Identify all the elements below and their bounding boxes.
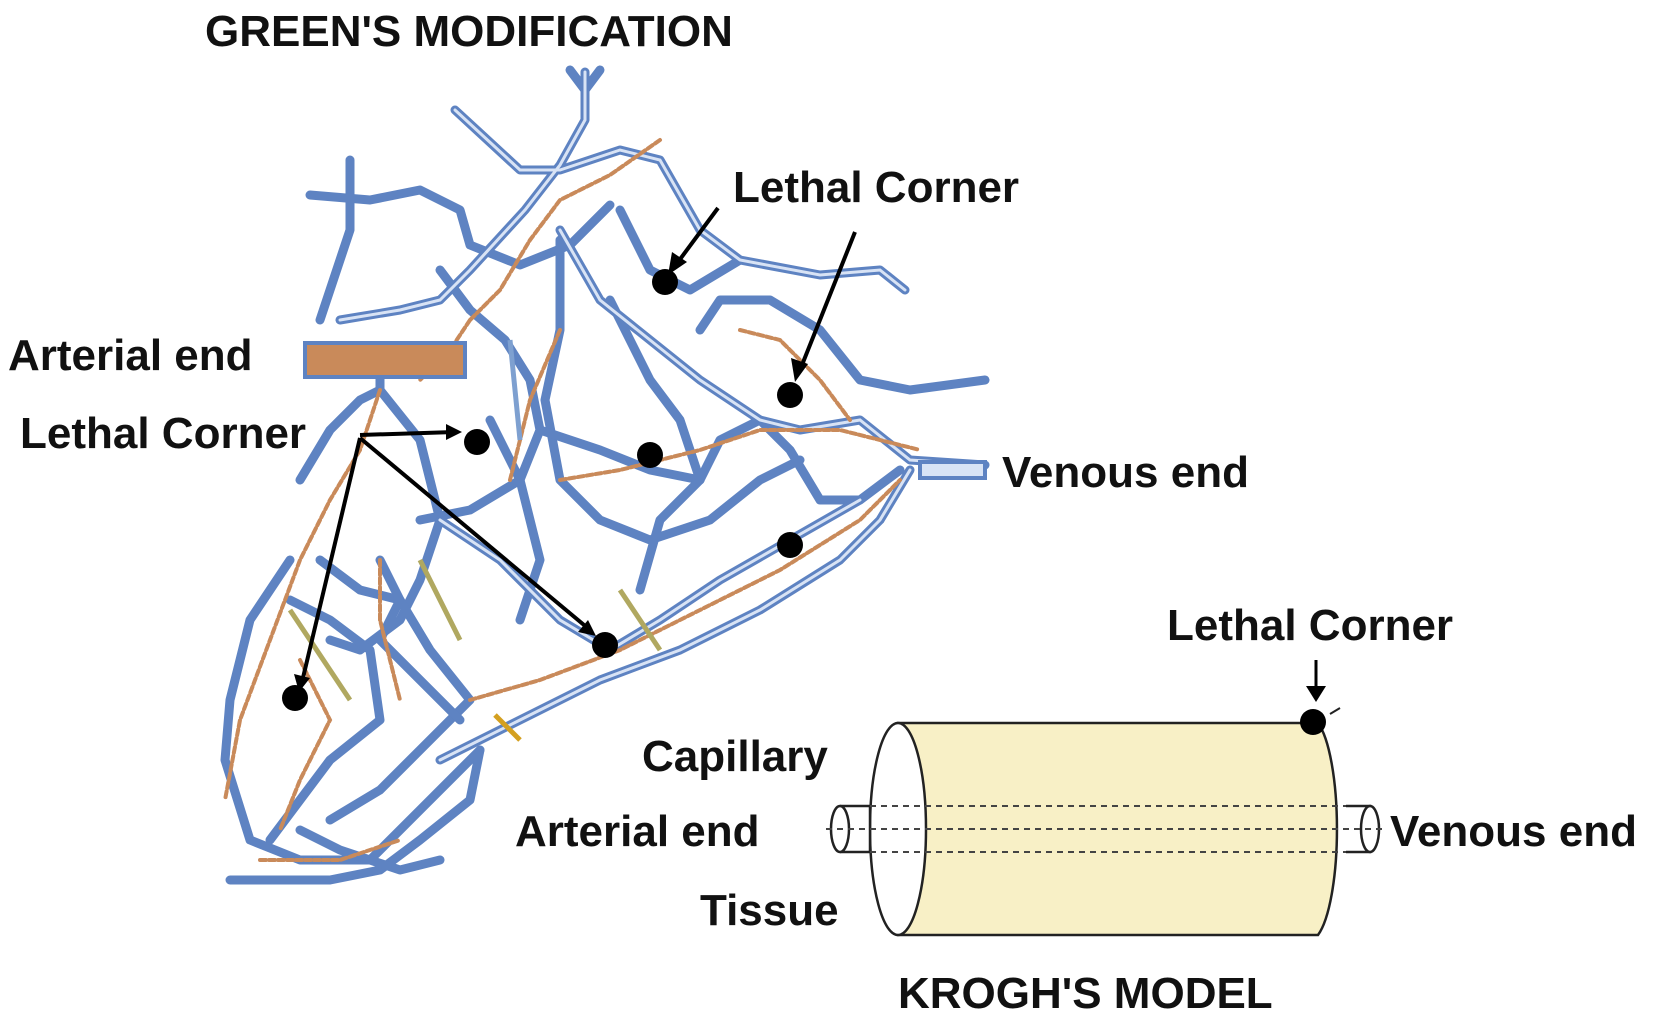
lethal-corner-marker (464, 429, 490, 455)
lethal-corner-marker (777, 382, 803, 408)
venous-outlet-vessel (918, 460, 987, 480)
lethal-corner-marker (652, 269, 678, 295)
network-vessels-orange (223, 138, 922, 862)
greens-title: GREEN'S MODIFICATION (205, 7, 733, 56)
arrowhead (668, 252, 687, 275)
tissue-label: Tissue (700, 886, 839, 935)
arrow-top-to-right-dot (798, 231, 857, 371)
arrow-left-to-dot-3 (300, 437, 362, 683)
network-arrows (294, 206, 857, 692)
krogh-arterial-end-label: Arterial end (515, 807, 760, 856)
network-vessels-olive (287, 339, 663, 742)
venous-end-label: Venous end (1002, 448, 1249, 497)
krogh-arrowhead (1306, 686, 1326, 702)
krogh-label-tick (1329, 707, 1341, 715)
arterial-feeder-vessel (303, 341, 467, 379)
kroghs-title: KROGH'S MODEL (898, 969, 1273, 1016)
lethal-corner-marker (592, 632, 618, 658)
arterial-end-label: Arterial end (8, 331, 253, 380)
arrow-top-to-dot (676, 206, 720, 264)
arrowhead (294, 674, 310, 692)
capillary-network (220, 65, 990, 885)
krogh-venous-end-label: Venous end (1390, 807, 1637, 856)
capillary-label: Capillary (642, 732, 828, 781)
network-markers (282, 269, 803, 711)
arrowhead (446, 424, 462, 440)
lethal-corner-label-left: Lethal Corner (20, 409, 306, 458)
lethal-corner-marker (282, 685, 308, 711)
hypoxic-region-marker (777, 532, 803, 558)
lethal-corner-label-top: Lethal Corner (733, 163, 1019, 212)
krogh-lethal-corner-label: Lethal Corner (1167, 601, 1453, 650)
krogh-lethal-corner-marker (1300, 709, 1326, 735)
arrowhead (578, 620, 596, 636)
hypoxic-region-marker (637, 442, 663, 468)
arrowhead (791, 358, 808, 382)
arrow-left-to-dot-1 (359, 430, 456, 437)
krogh-cylinder-model (826, 660, 1384, 937)
arrow-left-to-dot-2 (358, 436, 592, 632)
